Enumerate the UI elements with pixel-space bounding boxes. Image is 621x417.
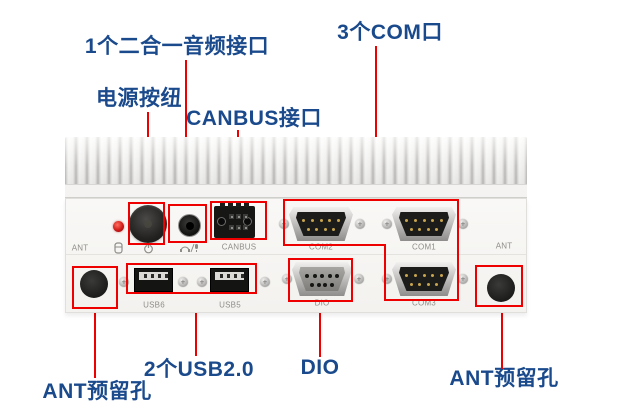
screw — [382, 219, 392, 229]
com3-port[interactable] — [392, 262, 456, 296]
headset-mic-icon — [180, 243, 198, 253]
ant-side-label: ANT — [495, 241, 513, 251]
usb5-port[interactable] — [210, 268, 249, 292]
usb5-port-label: USB5 — [219, 300, 241, 310]
label-com-ports: 3个COM口 — [337, 21, 443, 44]
screw — [197, 277, 207, 287]
com3-port-label: COM3 — [412, 298, 436, 308]
leader-audio — [185, 60, 187, 205]
leader-usb — [195, 293, 197, 356]
label-power-button: 电源按纽 — [96, 87, 182, 110]
callout-ant-right-box — [475, 265, 523, 307]
screw — [279, 219, 289, 229]
hdd-icon — [114, 242, 123, 254]
ant-hole-left — [80, 270, 108, 298]
callout-canbus-box — [210, 201, 267, 240]
callout-usb-box — [126, 263, 257, 294]
panel-seam — [66, 254, 526, 255]
ant-hole-right — [487, 274, 515, 302]
screw — [458, 274, 468, 284]
com1-port-label: COM1 — [412, 242, 436, 252]
label-audio-combo: 1个二合一音频接口 — [84, 35, 270, 58]
screw — [119, 277, 129, 287]
audio-jack[interactable] — [178, 214, 201, 237]
dio-port-label: DIO — [314, 298, 330, 308]
leader-com — [375, 46, 377, 201]
screw — [260, 277, 270, 287]
heatsink-fins — [65, 137, 527, 198]
usb6-port[interactable] — [134, 268, 173, 292]
callout-power-box — [128, 202, 165, 245]
callout-audio-box — [168, 204, 207, 243]
callout-ant-left-box — [72, 266, 118, 309]
screw — [382, 274, 392, 284]
leader-dio — [319, 301, 321, 357]
screw — [355, 219, 365, 229]
ant-status-label: ANT — [71, 243, 89, 253]
ant-led-icon — [113, 221, 124, 232]
label-ant-left: ANT预留孔 — [42, 380, 152, 403]
label-dio: DIO — [300, 356, 340, 379]
label-usb: 2个USB2.0 — [143, 358, 255, 381]
screw — [458, 219, 468, 229]
screw — [354, 274, 364, 284]
power-button[interactable] — [129, 205, 167, 243]
com2-port[interactable] — [289, 207, 353, 241]
leader-ant-left — [94, 308, 96, 378]
label-ant-right: ANT预留孔 — [449, 367, 559, 390]
screw — [178, 277, 188, 287]
leader-ant-right — [501, 306, 503, 369]
callout-dio-box — [288, 258, 353, 302]
label-canbus: CANBUS接口 — [186, 107, 322, 130]
canbus-port-label: CANBUS — [221, 242, 257, 252]
com2-port-label: COM2 — [309, 242, 333, 252]
usb6-port-label: USB6 — [143, 300, 165, 310]
canbus-connector[interactable] — [214, 203, 255, 238]
com1-port[interactable] — [392, 207, 456, 241]
